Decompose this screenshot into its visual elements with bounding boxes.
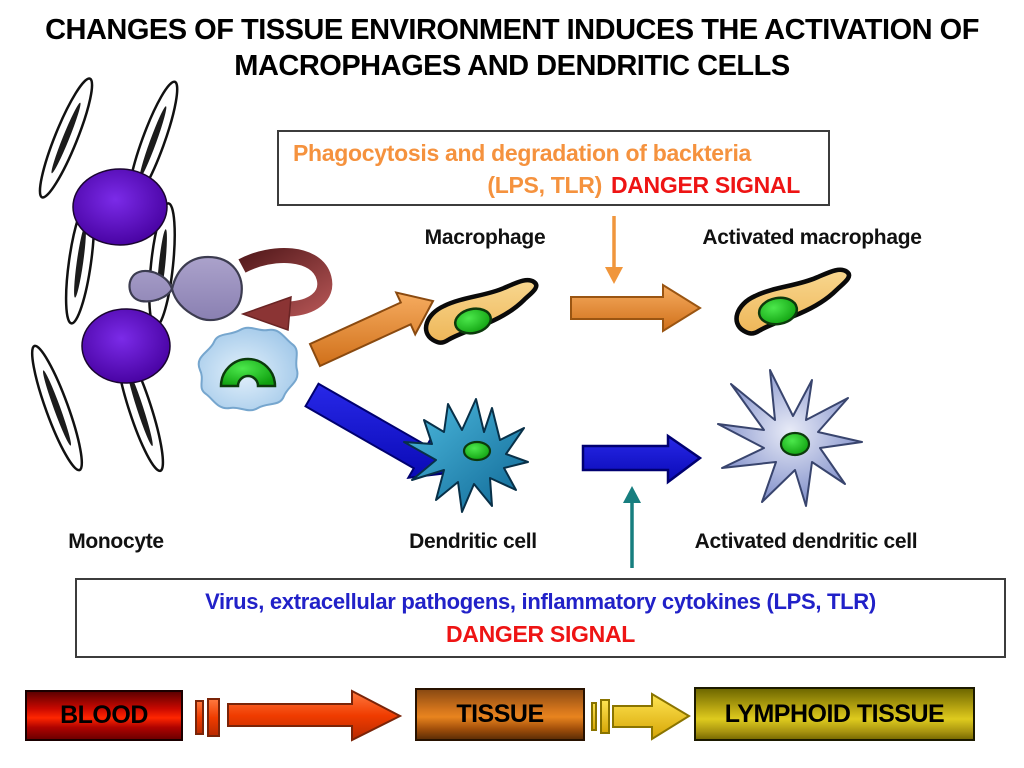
- slide-title-line1: CHANGES OF TISSUE ENVIRONMENT INDUCES TH…: [45, 14, 979, 46]
- tissue-to-lymphoid-arrow: [591, 692, 691, 741]
- activated-macrophage-label: Activated macrophage: [702, 226, 922, 249]
- tissue-compartment-box: TISSUE: [415, 688, 585, 741]
- activated-dendritic-cell: [717, 369, 863, 507]
- monocyte-to-macrophage-arrow: [308, 291, 435, 368]
- slide-title: CHANGES OF TISSUE ENVIRONMENT INDUCES TH…: [0, 12, 1024, 84]
- lps-tlr-text: (LPS, TLR): [487, 172, 602, 198]
- phagocytosis-danger-signal-box: Phagocytosis and degradation of backteri…: [277, 130, 830, 206]
- lps-tlr-danger-line: (LPS, TLR) DANGER SIGNAL: [293, 169, 800, 201]
- monocyte-label: Monocyte: [68, 530, 164, 553]
- activated-dendritic-cell-label: Activated dendritic cell: [694, 530, 918, 553]
- macrophage-activation-arrow: [570, 283, 702, 333]
- blood-monocyte-cells: [72, 168, 171, 384]
- tissue-monocyte-cell: [197, 326, 299, 412]
- macrophage-cell: [423, 277, 539, 345]
- slide-title-line2: MACROPHAGES AND DENDRITIC CELLS: [234, 50, 790, 82]
- blood-label: BLOOD: [60, 701, 148, 729]
- dendritic-cell: [403, 398, 529, 513]
- danger-signal-down-arrow: [605, 216, 623, 284]
- danger-signal-text: DANGER SIGNAL: [610, 172, 800, 198]
- lymphoid-tissue-label: LYMPHOID TISSUE: [724, 699, 945, 728]
- phagocytosis-text: Phagocytosis and degradation of backteri…: [293, 140, 752, 166]
- danger-signal-up-arrow: [623, 486, 641, 568]
- dendritic-cell-label: Dendritic cell: [409, 530, 537, 553]
- danger-signal-text-2: DANGER SIGNAL: [445, 621, 636, 647]
- transmigrating-monocyte-cell: [128, 255, 243, 322]
- curved-return-arrow: [238, 248, 333, 332]
- tissue-label: TISSUE: [456, 700, 544, 728]
- virus-danger-signal-box: Virus, extracellular pathogens, inflamma…: [75, 578, 1006, 658]
- macrophage-label: Macrophage: [424, 226, 546, 249]
- virus-pathogens-text: Virus, extracellular pathogens, inflamma…: [205, 589, 876, 614]
- vessel-wall: [30, 77, 179, 473]
- blood-compartment-box: BLOOD: [25, 690, 183, 741]
- lymphoid-tissue-compartment-box: LYMPHOID TISSUE: [694, 687, 975, 741]
- dendritic-activation-arrow: [581, 433, 703, 485]
- activated-macrophage-cell: [737, 270, 849, 334]
- blood-to-tissue-arrow: [195, 689, 403, 742]
